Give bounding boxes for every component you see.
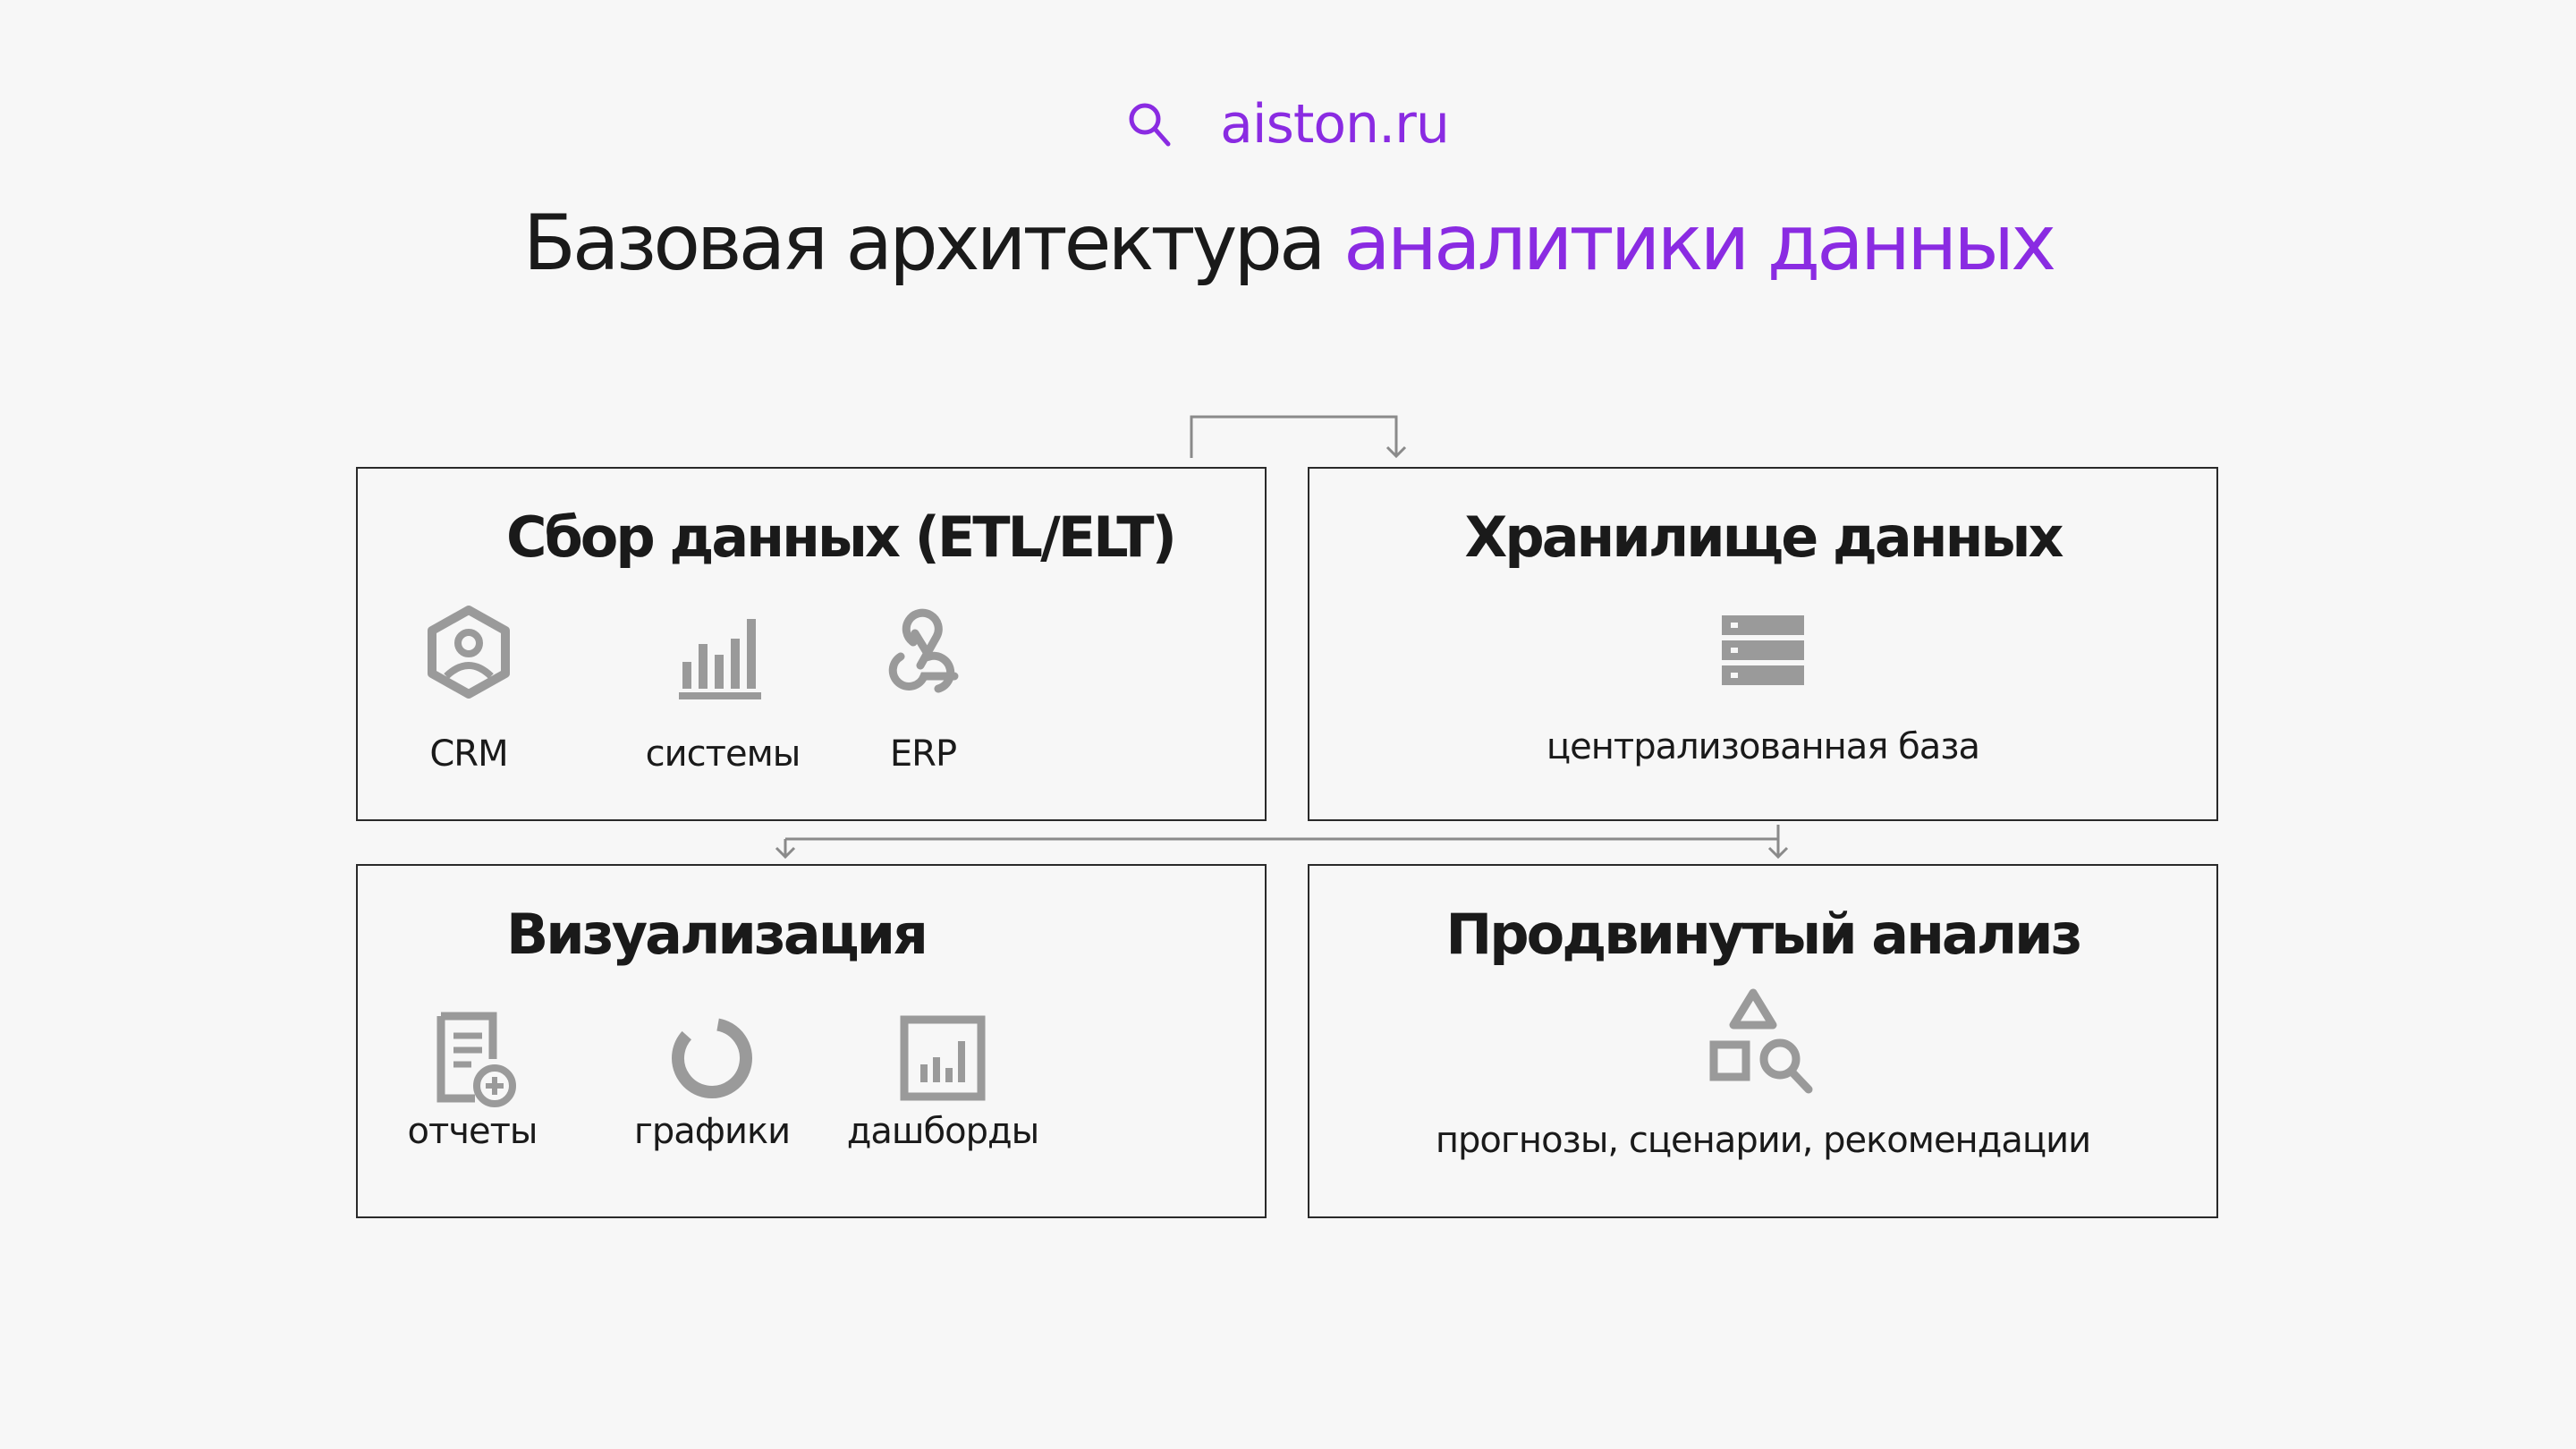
item-label: графики	[633, 1111, 791, 1152]
box-title-visualization: Визуализация	[506, 902, 928, 967]
bar-chart-icon	[615, 603, 830, 701]
storage-caption: централизованная база	[1546, 726, 1980, 767]
database-server-icon	[1309, 612, 2216, 692]
brand-name: aiston.ru	[1220, 93, 1450, 156]
arrowhead-visualization	[775, 846, 796, 860]
box-title-storage: Хранилище данных	[1464, 504, 2064, 570]
box-title-collection: Сбор данных (ETL/ELT)	[506, 504, 1177, 570]
title-part-2-accent: аналитики данных	[1343, 199, 2056, 288]
box-data-collection: Сбор данных (ETL/ELT) CRM системы	[356, 467, 1267, 821]
item-label: CRM	[429, 733, 508, 775]
item-systems: системы	[615, 603, 830, 775]
report-add-icon	[365, 1009, 580, 1107]
shapes-search-icon	[1309, 986, 2216, 1102]
dashboard-icon	[835, 1009, 1050, 1107]
advanced-content: прогнозы, сценарии, рекомендации	[1309, 986, 2216, 1161]
header: aiston.ru	[0, 93, 2576, 156]
arrowhead-advanced	[1767, 846, 1789, 860]
page-title: Базовая архитектура аналитики данных	[0, 199, 2576, 288]
advanced-caption: прогнозы, сценарии, рекомендации	[1435, 1120, 2091, 1161]
box-data-storage: Хранилище данных централизованная база	[1308, 467, 2218, 821]
webhook-icon	[816, 603, 1030, 701]
box-visualization: Визуализация отчеты графики	[356, 864, 1267, 1218]
search-icon	[1127, 97, 1174, 151]
storage-content: централизованная база	[1309, 612, 2216, 767]
box-advanced-analysis: Продвинутый анализ прогнозы, сценарии, р…	[1308, 864, 2218, 1218]
item-reports: отчеты	[365, 1009, 580, 1152]
item-label: ERP	[889, 733, 957, 775]
arrowhead-storage	[1385, 445, 1407, 459]
donut-chart-icon	[605, 1009, 819, 1107]
item-erp: ERP	[816, 603, 1030, 775]
crm-hexagon-user-icon	[361, 603, 576, 701]
box-title-advanced: Продвинутый анализ	[1445, 902, 2082, 967]
title-part-1: Базовая архитектура	[522, 199, 1326, 288]
item-label: системы	[645, 733, 801, 775]
item-label: отчеты	[407, 1111, 538, 1152]
item-label: дашборды	[846, 1111, 1040, 1152]
item-crm: CRM	[361, 603, 576, 775]
item-dashboards: дашборды	[835, 1009, 1050, 1152]
connector-collection-storage	[1190, 415, 1398, 458]
item-charts: графики	[605, 1009, 819, 1152]
